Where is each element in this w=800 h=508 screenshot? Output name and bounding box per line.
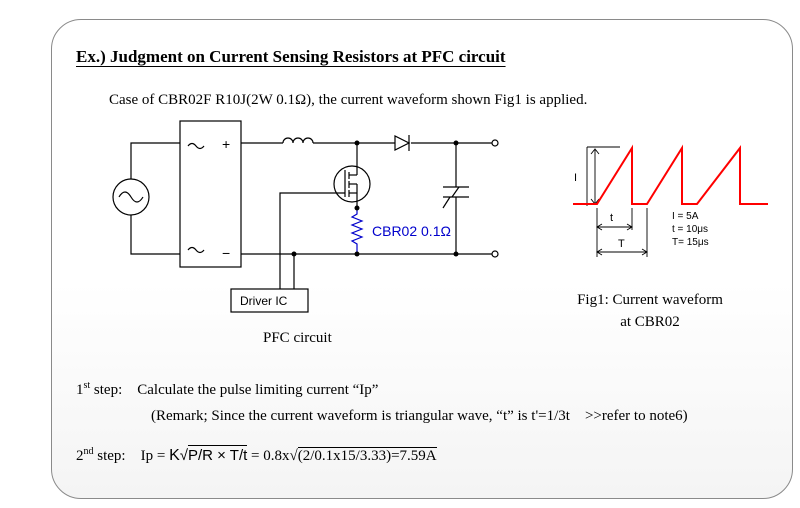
formula-lhs: Ip =	[140, 448, 166, 464]
step2-suffix: nd	[83, 446, 94, 457]
step1-text: Calculate the pulse limiting current “Ip…	[137, 382, 379, 398]
waveform-label-T: T	[618, 238, 625, 250]
sense-resistor-symbol	[350, 208, 364, 254]
figure-caption-line1: Fig1: Current waveform	[577, 292, 723, 308]
step1-prefix: step:	[90, 382, 123, 398]
sqrt-icon-2: √	[289, 448, 298, 464]
step1-number: 1	[76, 382, 84, 398]
figure-caption: Fig1: Current waveform at CBR02	[565, 289, 735, 333]
driver-ic-box	[230, 288, 309, 313]
bridge-minus-label: −	[222, 245, 230, 261]
step2-number: 2	[76, 448, 84, 464]
driver-ic-label: Driver IC	[240, 294, 288, 308]
circuit-caption: PFC circuit	[263, 330, 332, 346]
ac-sine-icon	[118, 191, 144, 203]
step1-remark: (Remark; Since the current waveform is t…	[151, 408, 688, 424]
bridge-plus-label: +	[222, 136, 230, 152]
waveform-param-t: t = 10μs	[672, 224, 708, 235]
step1-line: 1st step: Calculate the pulse limiting c…	[76, 380, 379, 399]
case-description: Case of CBR02F R10J(2W 0.1Ω), the curren…	[109, 92, 588, 108]
waveform-label-I: I	[574, 172, 577, 184]
inductor-symbol	[282, 137, 314, 144]
formula-k: K	[169, 447, 180, 464]
formula-rhs-radicand: (2/0.1x15/3.33)=7.59A	[297, 447, 437, 464]
diode-symbol	[394, 135, 411, 151]
page-title: Ex.) Judgment on Current Sensing Resisto…	[76, 47, 506, 66]
step1-suffix: st	[83, 380, 91, 391]
sqrt-icon: √	[179, 447, 188, 464]
step2-prefix: step:	[93, 448, 126, 464]
step2-line: 2nd step: Ip = K√P/R × T/t = 0.8x√(2/0.1…	[76, 445, 437, 465]
waveform-param-T: T= 15μs	[672, 237, 709, 248]
figure-caption-line2: at CBR02	[620, 314, 680, 330]
bridge-rectifier	[179, 120, 242, 268]
waveform-label-t: t	[610, 212, 613, 224]
example-panel	[51, 19, 793, 499]
waveform-param-I: I = 5A	[672, 211, 699, 222]
mosfet-symbol	[333, 165, 371, 203]
resistor-label: CBR02 0.1Ω	[372, 223, 451, 239]
current-waveform	[573, 144, 768, 205]
formula-radicand: P/R × T/t	[187, 445, 248, 464]
formula-rhs: = 0.8x	[251, 448, 290, 464]
